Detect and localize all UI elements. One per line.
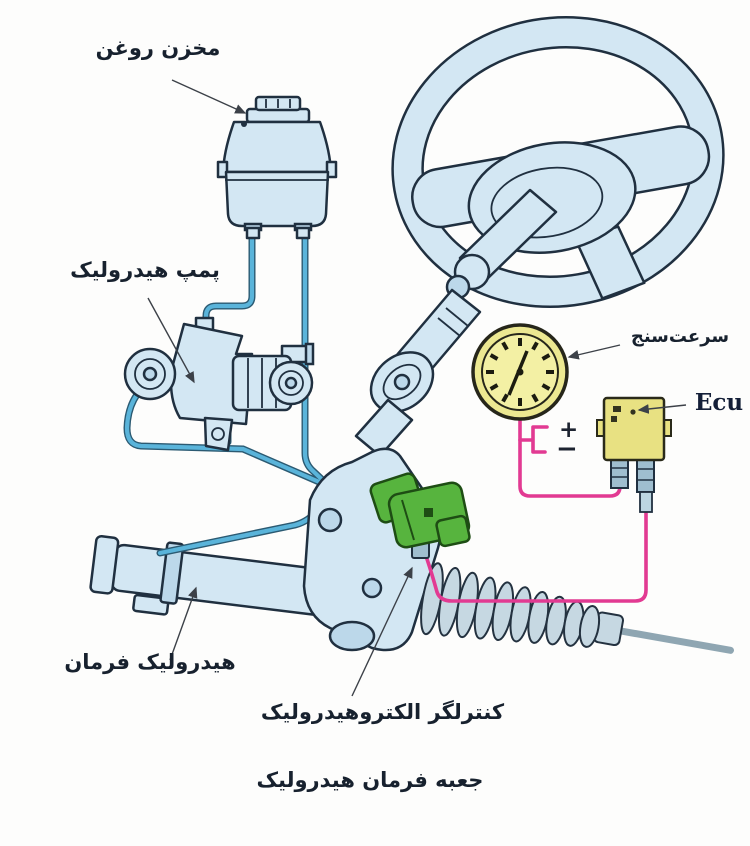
steering-wheel bbox=[391, 16, 725, 308]
leader-pump bbox=[147, 297, 195, 384]
rack-label: هیدرولیک فرمان bbox=[64, 650, 236, 674]
speedometer-label: سرعت‌سنج bbox=[630, 326, 730, 347]
battery-terminal-bracket bbox=[531, 425, 549, 454]
leader-reservoir bbox=[171, 79, 247, 114]
controller-label: کنترلگر الکتروهیدرولیک bbox=[260, 700, 505, 724]
tie-rod bbox=[615, 627, 735, 654]
leader-rack bbox=[169, 586, 198, 661]
wire-ecu-to-controller bbox=[425, 506, 648, 603]
gauge-ticks bbox=[486, 338, 554, 406]
steering-rack bbox=[89, 534, 350, 619]
pump-label: پمپ هیدرولیک bbox=[70, 258, 220, 282]
leader-ecu bbox=[637, 404, 687, 414]
leader-speedometer bbox=[567, 344, 621, 360]
figure-caption: جعبه فرمان هیدرولیک bbox=[256, 768, 484, 792]
steering-column bbox=[354, 188, 558, 458]
housing-bolt bbox=[317, 507, 343, 533]
housing-lower-boss bbox=[328, 620, 376, 652]
electric-wiring bbox=[425, 416, 648, 603]
speedometer-gauge bbox=[471, 323, 569, 421]
ecu-connector-right bbox=[636, 457, 655, 493]
wire-speedometer-to-ecu bbox=[518, 416, 622, 498]
plus-sign: + bbox=[559, 417, 579, 443]
leader-controller bbox=[351, 566, 413, 697]
rack-bellows bbox=[420, 562, 735, 654]
leader-lines bbox=[147, 79, 687, 697]
reservoir-outlet-right bbox=[295, 226, 311, 240]
rack-end-cap bbox=[89, 534, 120, 595]
reservoir-outlet-left bbox=[245, 226, 261, 240]
reservoir-dome bbox=[221, 120, 333, 174]
ecu-label: Ecu bbox=[694, 389, 744, 416]
hydraulic-pump bbox=[123, 316, 315, 452]
electrohydraulic-controller bbox=[369, 472, 471, 559]
ecu-connector-left bbox=[610, 457, 629, 489]
housing-bolt bbox=[361, 577, 383, 599]
reservoir-label: مخزن روغن bbox=[95, 36, 221, 60]
minus-sign: − bbox=[556, 434, 578, 464]
rack-clamp bbox=[159, 541, 185, 605]
oil-reservoir bbox=[216, 95, 338, 240]
